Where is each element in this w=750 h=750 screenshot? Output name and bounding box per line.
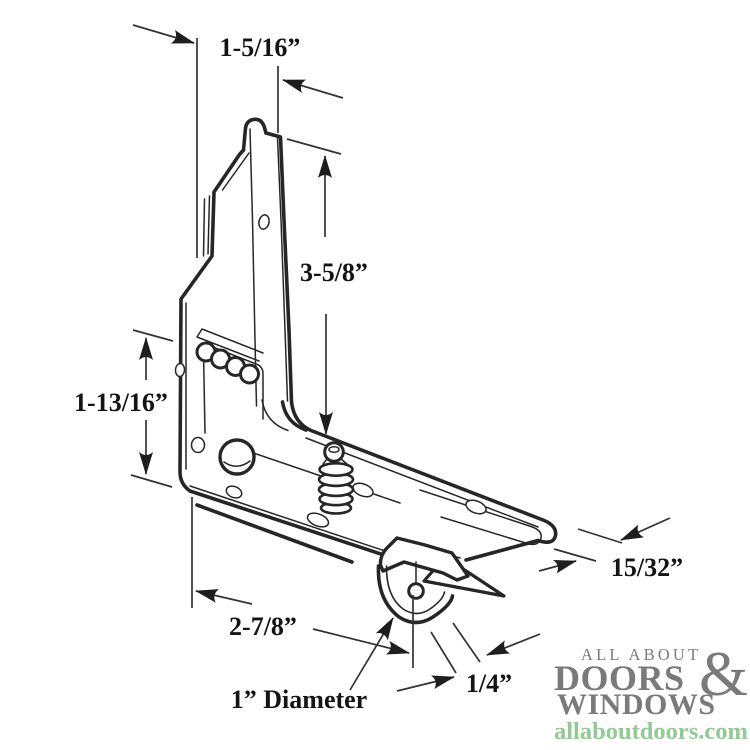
dim-label-offset: 1/4” (466, 669, 512, 698)
dim-label-wheel-diameter: 1” Diameter (231, 685, 367, 714)
arrow-offset-left (396, 675, 455, 692)
pivot-rivet (218, 438, 256, 476)
logo-website: allaboutdoors.com (554, 717, 748, 745)
brand-logo: ALL ABOUT DOORS & WINDOWS allaboutdoors.… (554, 642, 748, 745)
witness-lines (130, 38, 623, 674)
adjustment-rack (195, 328, 264, 385)
roller-wheel-assembly (376, 536, 470, 625)
logo-ampersand: & (698, 638, 748, 709)
dim-label-top-width: 1-5/16” (220, 33, 301, 62)
arrow-offset-right (486, 633, 541, 656)
logo-tagline: ALL ABOUT (581, 644, 702, 664)
wheel-axle-hole (407, 582, 425, 600)
logo-windows-text: WINDOWS (557, 687, 716, 721)
dim-label-arm-height: 3-5/8” (300, 258, 368, 287)
arrow-top-width-right (282, 79, 344, 99)
wheel-outer-rim (376, 564, 455, 625)
arrow-tip-width-lower (538, 559, 577, 574)
coil-spring (317, 441, 355, 515)
dim-label-tip-width: 15/32” (611, 553, 683, 582)
arrow-top-width-left (132, 24, 195, 44)
mounting-holes (174, 214, 487, 528)
logo-doors-text: DOORS (554, 658, 685, 699)
arrow-base-left (195, 589, 253, 605)
wheel-inner-rim (385, 565, 446, 615)
wheel-housing (378, 536, 470, 582)
arrow-tip-width-upper (620, 517, 671, 541)
arrow-base-right (312, 628, 410, 655)
dim-label-base-length: 2-7/8” (229, 612, 297, 641)
dimension-annotations: 1-5/16” 3-5/8” 1-13/16” 15/32” 2-7/8” 1”… (74, 24, 683, 714)
corner-roller-bracket (174, 117, 558, 625)
arrow-wheel-diameter (349, 617, 394, 691)
dim-label-left-height: 1-13/16” (74, 388, 168, 417)
bracket-outline (178, 117, 558, 564)
dimension-arrows (132, 24, 671, 692)
